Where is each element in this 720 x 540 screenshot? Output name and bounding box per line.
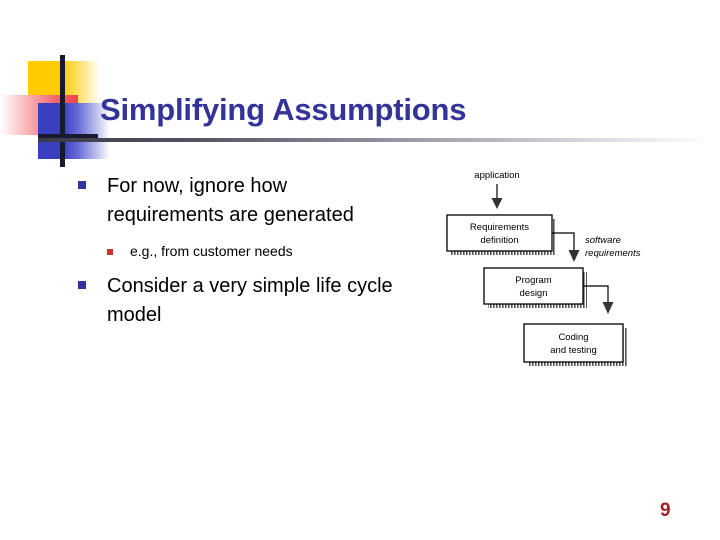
waterfall-life-cycle-diagram: application Requirements definition soft…	[424, 162, 706, 388]
arrow-head-software-requirements	[568, 250, 580, 262]
box-program-design	[483, 267, 584, 305]
decor-horizontal-bar	[38, 134, 98, 139]
bullet-text: Consider a very simple life cycle model	[107, 274, 393, 326]
list-item: e.g., from customer needs	[107, 242, 408, 262]
decorative-corner-motif	[0, 55, 200, 167]
square-bullet-blue-icon	[78, 280, 86, 289]
edge-label-software-requirements-line2: requirements	[585, 248, 641, 259]
box-label-coding-and-testing-line1: Coding	[558, 332, 588, 343]
arrow-head-design-to-coding	[602, 302, 614, 314]
page-number: 9	[660, 500, 671, 521]
box-label-requirements-definition-line1: Requirements	[470, 222, 529, 233]
diagram-input-label: application	[474, 170, 519, 181]
decor-square-blue	[38, 103, 110, 159]
title-underline-rule	[38, 138, 710, 142]
box-label-program-design-line1: Program	[515, 275, 552, 286]
box-coding-and-testing	[523, 323, 624, 363]
sub-bullet-text: e.g., from customer needs	[130, 243, 293, 259]
connector-design-to-coding	[583, 285, 609, 304]
edge-label-software-requirements-line1: software	[585, 235, 621, 246]
box-requirements-definition	[446, 214, 553, 252]
slide-body: For now, ignore how requirements are gen…	[78, 172, 408, 330]
list-item: Consider a very simple life cycle model	[78, 272, 408, 330]
box-label-coding-and-testing-line2: and testing	[550, 345, 596, 356]
connector-requirements-to-design	[552, 232, 575, 252]
square-bullet-red-icon	[107, 249, 113, 255]
slide-title: Simplifying Assumptions	[100, 92, 467, 127]
square-bullet-blue-icon	[78, 181, 86, 189]
box-label-program-design-line2: design	[520, 288, 548, 299]
arrow-head-application	[491, 198, 503, 209]
box-label-requirements-definition-line2: definition	[480, 235, 518, 246]
list-item: For now, ignore how requirements are gen…	[78, 172, 408, 230]
bullet-text: For now, ignore how requirements are gen…	[107, 175, 354, 226]
decor-vertical-bar	[60, 55, 65, 167]
